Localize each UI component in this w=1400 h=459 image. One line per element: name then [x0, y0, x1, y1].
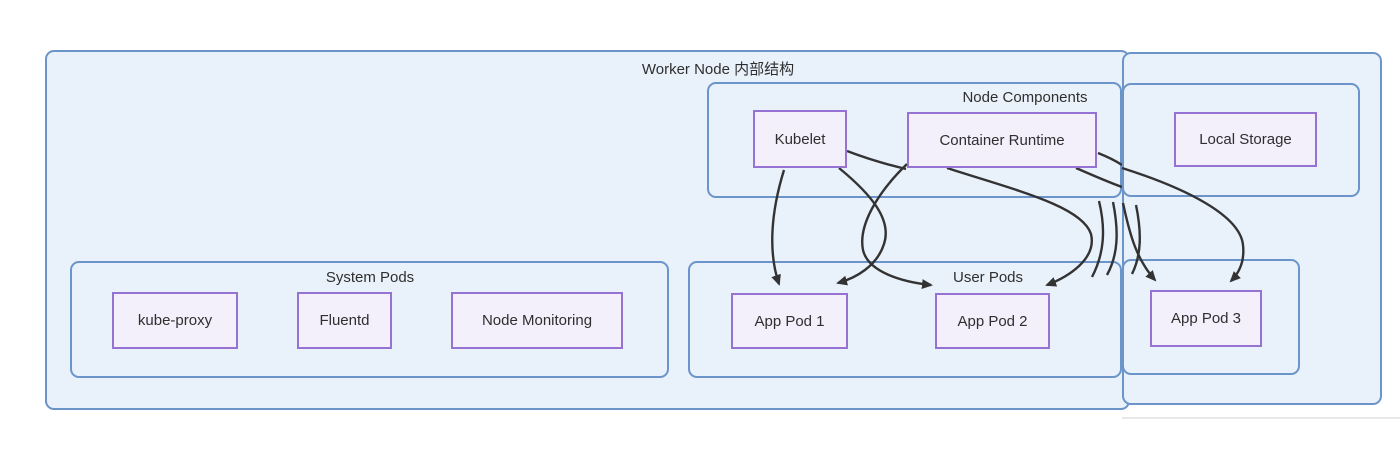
- screenshot-seam-line: [1122, 417, 1400, 419]
- user-pods-title: User Pods: [952, 269, 1024, 286]
- node-app-pod-2: App Pod 2: [935, 293, 1050, 349]
- system-pods-title: System Pods: [325, 269, 415, 286]
- node-local-storage: Local Storage: [1174, 112, 1317, 167]
- node-kubelet: Kubelet: [753, 110, 847, 168]
- node-node-monitoring: Node Monitoring: [451, 292, 623, 349]
- node-container-runtime: Container Runtime: [907, 112, 1097, 168]
- node-components-title: Node Components: [962, 89, 1088, 106]
- node-kube-proxy: kube-proxy: [112, 292, 238, 349]
- node-app-pod-1: App Pod 1: [731, 293, 848, 349]
- worker-node-title: Worker Node 内部结构: [641, 61, 795, 78]
- node-fluentd: Fluentd: [297, 292, 392, 349]
- node-app-pod-3: App Pod 3: [1150, 290, 1262, 347]
